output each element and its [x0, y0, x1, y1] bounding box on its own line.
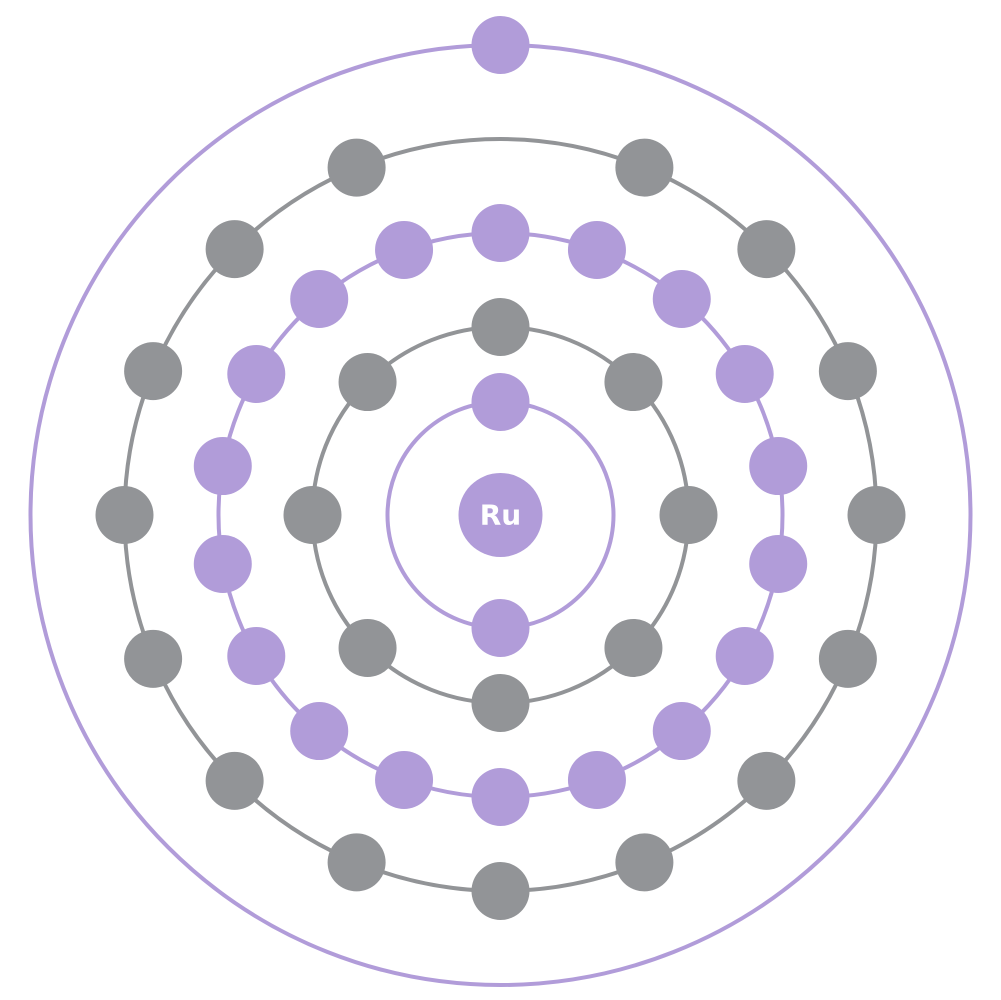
nucleus-circle: [458, 473, 543, 557]
shell-4-electron: [327, 833, 386, 892]
shell-3-electron: [652, 269, 711, 328]
shell-3-electron: [567, 221, 626, 280]
shell-4-electron: [95, 486, 154, 544]
shell-3-electron: [227, 627, 286, 685]
shell-3-electron: [567, 750, 626, 809]
shell-2-electron: [471, 298, 530, 356]
shell-3-electron: [749, 437, 808, 496]
shell-4-electron: [737, 751, 796, 810]
shell-3-electron: [715, 345, 774, 403]
shell-4-electron: [818, 629, 877, 688]
shell-3-electron: [193, 437, 252, 496]
shell-3-electron: [290, 702, 349, 761]
shell-3-electron: [471, 768, 530, 826]
shell-4-electron: [124, 629, 183, 688]
element-symbol: Ru: [480, 499, 522, 532]
shell-4-electron: [847, 486, 906, 544]
shell-4-electron: [205, 751, 264, 810]
shell-2-electron: [471, 674, 530, 732]
shell-3-electron: [471, 204, 530, 262]
shell-2-electron: [338, 353, 397, 412]
shell-4-electron: [615, 138, 674, 197]
shell-2-electron: [604, 618, 663, 677]
shell-3-electron: [715, 627, 774, 685]
shell-3-electron: [193, 534, 252, 593]
shell-2-electron: [659, 486, 718, 544]
nucleus: Ru: [458, 473, 543, 557]
shell-4-electron: [124, 342, 183, 401]
shell-2-electron: [604, 353, 663, 412]
shell-1-electron: [471, 599, 530, 657]
electrons: [95, 16, 906, 920]
shell-2-electron: [283, 486, 342, 544]
shell-3-electron: [652, 702, 711, 761]
shell-3-electron: [227, 345, 286, 403]
shell-4-electron: [205, 220, 264, 279]
shell-1-electron: [471, 373, 530, 431]
shell-3-electron: [749, 534, 808, 593]
shell-5-electron: [471, 16, 530, 74]
shell-4-electron: [471, 862, 530, 920]
shell-4-electron: [737, 220, 796, 279]
shell-4-electron: [327, 138, 386, 197]
shell-3-electron: [375, 750, 434, 809]
shell-3-electron: [375, 221, 434, 280]
shell-3-electron: [290, 269, 349, 328]
shell-2-electron: [338, 618, 397, 677]
shell-4-electron: [818, 342, 877, 401]
shell-4-electron: [615, 833, 674, 892]
